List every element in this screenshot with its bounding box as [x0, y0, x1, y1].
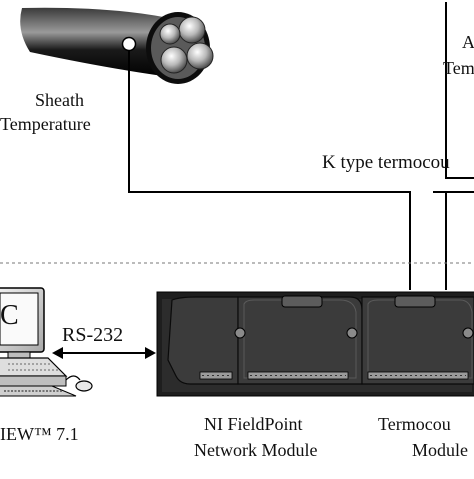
rs232-connection-arrow [52, 347, 156, 359]
fieldpoint-label-line1: NI FieldPoint [204, 414, 303, 434]
power-cable-illustration [20, 7, 214, 84]
fieldpoint-label-line2: Network Module [194, 440, 318, 460]
thermocouple-label: K type termocou [322, 152, 450, 173]
labview-label: IEW™ 7.1 [0, 424, 79, 444]
sheath-sensor-point [121, 36, 137, 52]
computer-illustration [0, 287, 93, 397]
thermocouple-wires [128, 2, 474, 290]
rs232-label: RS-232 [62, 324, 124, 346]
fieldpoint-bank-illustration [156, 291, 474, 397]
sheath-label-line2: Temperature [0, 114, 91, 134]
sheath-label-line1: Sheath [35, 90, 84, 110]
monitor-screen-text: C [0, 300, 19, 331]
thermocouple-module-label-line1: Termocou [378, 414, 451, 434]
cropped-label-a: A [462, 32, 474, 52]
cropped-label-tem: Tem [443, 58, 474, 78]
thermocouple-module-label-line2: Module [412, 440, 468, 460]
